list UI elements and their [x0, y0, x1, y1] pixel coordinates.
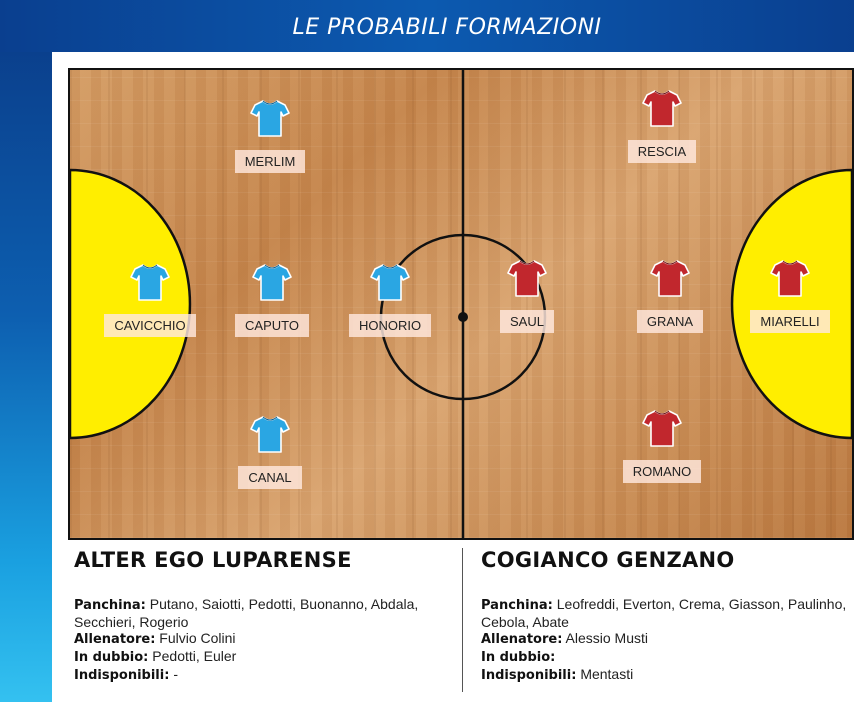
home-player: MERLIM: [210, 98, 330, 178]
unavailable-list: Mentasti: [580, 666, 634, 682]
player-name: CANAL: [238, 466, 302, 489]
futsal-court: MERLIM CAVICCHIO CAPUTO HONORIO: [68, 68, 854, 540]
page-title: LE PROBABILI FORMAZIONI: [292, 15, 602, 40]
court-lines: [70, 70, 852, 538]
coach-name: Alessio Musti: [565, 630, 648, 646]
away-team-info: COGIANCO GENZANO Panchina: Leofreddi, Ev…: [481, 548, 854, 684]
unavailable-list: -: [173, 666, 178, 682]
team-name: ALTER EGO LUPARENSE: [74, 548, 352, 572]
bench-list: Leofreddi, Everton, Crema, Giasson, Paul…: [481, 596, 847, 630]
jersey-icon: [252, 264, 292, 301]
away-player: SAUL: [467, 258, 587, 338]
player-name: SAUL: [500, 310, 554, 333]
coach-label: Allenatore:: [74, 632, 156, 647]
team-name: COGIANCO GENZANO: [481, 548, 735, 572]
jersey-icon: [650, 260, 690, 297]
doubt-list: Pedotti, Euler: [152, 648, 237, 664]
coach-row: Allenatore: Fulvio Colini: [74, 630, 454, 648]
home-player: HONORIO: [330, 262, 450, 342]
player-name: CAPUTO: [235, 314, 309, 337]
team-divider: [462, 548, 463, 692]
unavailable-row: Indisponibili: Mentasti: [481, 666, 854, 684]
jersey-icon: [642, 410, 682, 447]
doubt-row: In dubbio: Pedotti, Euler: [74, 648, 454, 666]
bench-row: Panchina: Leofreddi, Everton, Crema, Gia…: [481, 596, 854, 630]
home-player: CANAL: [210, 414, 330, 494]
home-goal-area: [70, 168, 192, 440]
doubt-label: In dubbio:: [74, 650, 149, 665]
away-player: ROMANO: [602, 408, 722, 488]
doubt-label: In dubbio:: [481, 650, 556, 665]
home-player: CAVICCHIO: [90, 262, 210, 342]
jersey-icon: [250, 100, 290, 137]
jersey-icon: [507, 260, 547, 297]
bench-label: Panchina:: [481, 598, 553, 613]
header-banner: LE PROBABILI FORMAZIONI: [0, 0, 854, 52]
away-player: MIARELLI: [730, 258, 850, 338]
bench-label: Panchina:: [74, 598, 146, 613]
jersey-icon: [130, 264, 170, 301]
center-spot: [458, 312, 468, 322]
player-name: RESCIA: [627, 140, 697, 163]
unavailable-label: Indisponibili:: [74, 668, 170, 683]
jersey-icon: [642, 90, 682, 127]
coach-name: Fulvio Colini: [159, 630, 236, 646]
jersey-icon: [770, 260, 810, 297]
player-name: CAVICCHIO: [104, 314, 196, 337]
coach-label: Allenatore:: [481, 632, 563, 647]
home-team-info: ALTER EGO LUPARENSE Panchina: Putano, Sa…: [74, 548, 454, 684]
player-name: GRANA: [636, 310, 704, 333]
home-player: CAPUTO: [212, 262, 332, 342]
away-goal-area: [730, 168, 852, 440]
unavailable-label: Indisponibili:: [481, 668, 577, 683]
jersey-icon: [250, 416, 290, 453]
player-name: ROMANO: [622, 460, 702, 483]
unavailable-row: Indisponibili: -: [74, 666, 454, 684]
bench-row: Panchina: Putano, Saiotti, Pedotti, Buon…: [74, 596, 454, 630]
player-name: HONORIO: [348, 314, 432, 337]
doubt-row: In dubbio:: [481, 648, 854, 666]
away-player: GRANA: [610, 258, 730, 338]
player-name: MERLIM: [234, 150, 306, 173]
side-bar: [0, 0, 52, 702]
away-player: RESCIA: [602, 88, 722, 168]
player-name: MIARELLI: [750, 310, 830, 333]
bench-list: Putano, Saiotti, Pedotti, Buonanno, Abda…: [74, 596, 419, 630]
coach-row: Allenatore: Alessio Musti: [481, 630, 854, 648]
jersey-icon: [370, 264, 410, 301]
